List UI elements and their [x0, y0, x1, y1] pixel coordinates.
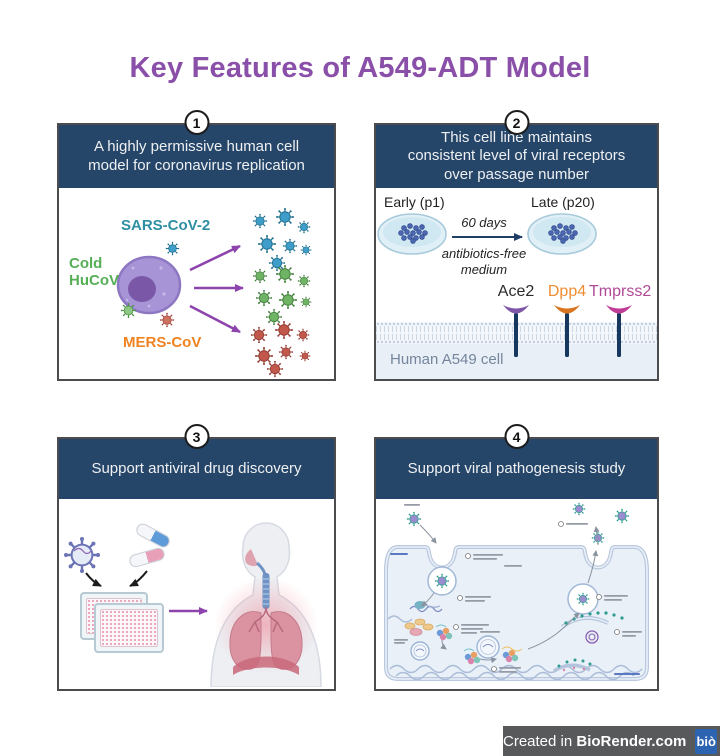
- late-passage-label: Late (p20): [531, 194, 595, 210]
- panel-1-title-line: A highly permissive human cell: [93, 138, 300, 156]
- step-number-markers: [453, 521, 620, 672]
- virus-icon: [614, 508, 630, 524]
- tmprss2-label: Tmprss2: [589, 283, 652, 300]
- sars-cov2-label: SARS-CoV-2: [121, 217, 211, 234]
- cold-hucov-label: Cold HuCoV: [69, 255, 119, 290]
- protease-blobs: [404, 618, 434, 636]
- panel-1-title-line: model for coronavirus replication: [88, 156, 305, 174]
- dpp4-label: Dpp4: [547, 283, 587, 300]
- virus-icon: [572, 502, 586, 516]
- human-a549-cell-label: Human A549 cell: [390, 351, 504, 368]
- cell-icon: [116, 255, 182, 315]
- panel-3-title-line: Support antiviral drug discovery: [91, 459, 302, 477]
- page-title: Key Features of A549-ADT Model: [129, 52, 591, 84]
- panel-number-badge: 2: [504, 110, 529, 135]
- panel-2-header: This cell line maintains consistent leve…: [376, 125, 657, 188]
- panel-2-title-line: over passage number: [443, 165, 590, 183]
- panel-4-body: [376, 499, 657, 689]
- virus-icon: [62, 535, 102, 575]
- arrow-medium-label: antibiotics-free medium: [441, 246, 527, 278]
- tmprss2-receptor-icon: [606, 305, 632, 357]
- panel-1-body: SARS-CoV-2 Cold HuCoV MERS-CoV: [59, 188, 334, 379]
- created-in-label: Created in BioRender.com: [503, 732, 687, 750]
- replicase-complex: [463, 648, 481, 665]
- panel-1-header: A highly permissive human cell model for…: [59, 125, 334, 188]
- nucleocapsid-icon: [585, 630, 599, 644]
- virus-icon: [576, 592, 590, 606]
- panel-2-title-line: This cell line maintains: [441, 129, 592, 147]
- budding-membrane: [553, 663, 591, 673]
- virus-icon: [434, 573, 450, 589]
- mers-cov-virus-cluster: [250, 320, 311, 378]
- panel-number-badge: 1: [184, 110, 209, 135]
- sars-cov2-virus-icon: [165, 241, 180, 256]
- pathway-arrows: [419, 524, 600, 664]
- panel-2-title-line: consistent level of viral receptors: [407, 147, 626, 165]
- spike-proteins: [557, 658, 592, 668]
- petri-dish-icon: [527, 213, 597, 255]
- ace2-receptor-icon: [503, 305, 529, 357]
- cold-hucov-virus-icon: [120, 302, 137, 319]
- double-membrane-vesicle: [410, 641, 430, 661]
- replicase-complex: [435, 624, 453, 641]
- biorender-watermark-bar: Created in BioRender.com biò: [503, 726, 720, 756]
- viral-life-cycle-illustration: [384, 502, 649, 681]
- panel-viral-receptors: 2 This cell line maintains consistent le…: [374, 110, 659, 381]
- inoculation-arrows: [85, 570, 148, 587]
- passage-illustration: [377, 213, 597, 255]
- panel-2-body: Early (p1) Late (p20): [376, 188, 657, 379]
- biorender-brand-label: BioRender.com: [576, 732, 687, 750]
- sars-cov2-virus-cluster: [252, 207, 312, 272]
- replicase-complex: [501, 646, 523, 663]
- panel-permissive-cell-model: 1 A highly permissive human cell model f…: [57, 110, 336, 381]
- cold-hucov-virus-cluster: [252, 264, 312, 326]
- petri-dish-icon: [377, 213, 447, 255]
- micro-labels: [394, 504, 642, 673]
- dpp4-receptor-icon: [554, 305, 580, 357]
- panel-number-badge: 3: [184, 424, 209, 449]
- panel-4-header: Support viral pathogenesis study: [376, 439, 657, 499]
- replication-arrows: [189, 244, 244, 334]
- panel-pathogenesis-study: 4 Support viral pathogenesis study: [374, 424, 659, 691]
- region-labels: [390, 553, 640, 675]
- early-passage-label: Early (p1): [384, 194, 445, 210]
- coronavirus-replication-illustration: [116, 207, 312, 378]
- double-membrane-vesicle: [476, 635, 500, 659]
- biorender-logo-icon: biò: [695, 728, 717, 754]
- ace2-label: Ace2: [497, 283, 535, 300]
- panel-3-header: Support antiviral drug discovery: [59, 439, 334, 499]
- arrow-duration-label: 60 days: [461, 215, 507, 230]
- panel-number-badge: 4: [504, 424, 529, 449]
- panel-3-body: [59, 499, 334, 689]
- panel-drug-discovery: 3 Support antiviral drug discovery: [57, 424, 336, 691]
- drug-screening-illustration: [62, 535, 208, 615]
- human-lungs-illustration: [210, 522, 322, 687]
- panel-4-title-line: Support viral pathogenesis study: [407, 459, 626, 477]
- mers-cov-virus-icon: [159, 312, 175, 328]
- well-plate-icon: [94, 603, 164, 653]
- mers-cov-label: MERS-CoV: [123, 334, 202, 351]
- virus-icon: [406, 511, 422, 527]
